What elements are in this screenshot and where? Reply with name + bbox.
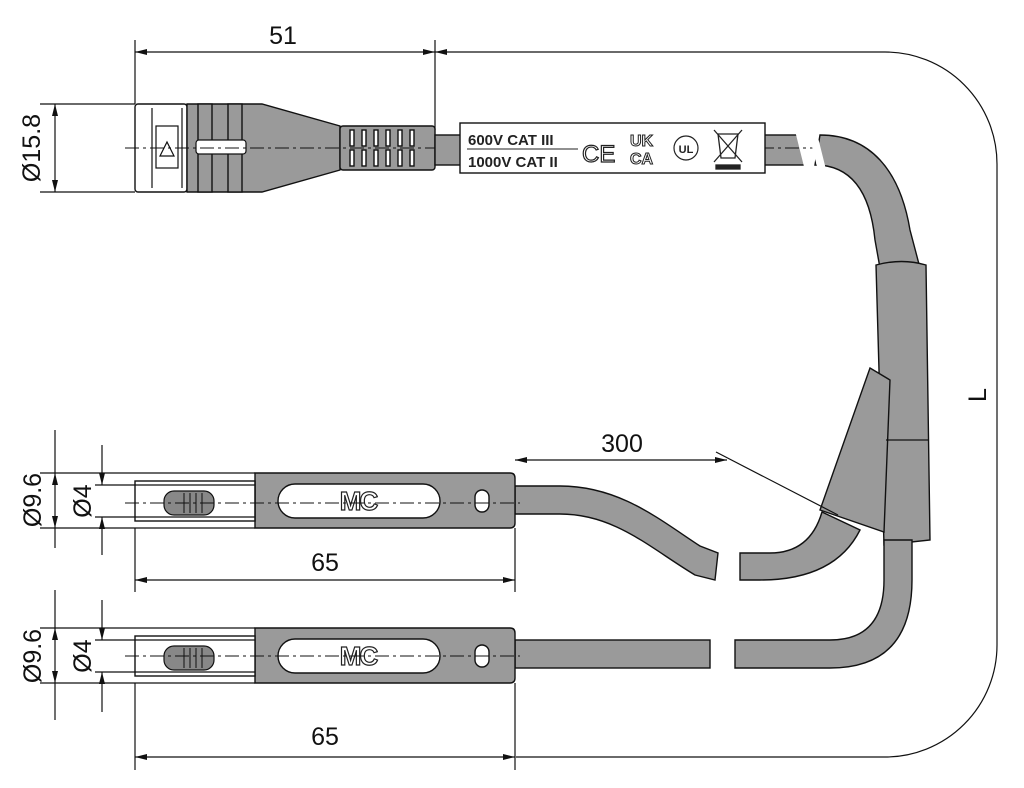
- rating-line-2: 1000V CAT II: [468, 154, 558, 171]
- connector-length-dimension: 51: [134, 22, 436, 130]
- plug-1-length: 65: [311, 549, 339, 577]
- plug-1-pin-diameter: Ø4: [69, 484, 97, 517]
- main-connector: [125, 103, 470, 193]
- ce-mark-icon: CE: [582, 141, 615, 168]
- plug-2-length: 65: [311, 723, 339, 751]
- ukca-line-1: UK: [630, 133, 654, 150]
- ul-mark-icon: [673, 135, 699, 161]
- warning-triangle-icon: [159, 140, 175, 157]
- rating-label: 600V CAT III 1000V CAT II CE UK CA UL: [459, 122, 766, 174]
- total-length-label: L: [964, 388, 992, 402]
- curved-cable-and-splitter: [734, 129, 931, 669]
- plug-1-logo: MC: [340, 486, 379, 516]
- plug-1-dimensions: Ø9.6 Ø4 65: [19, 430, 516, 592]
- plug-2-pin-diameter: Ø4: [69, 639, 97, 672]
- branch-length-label: 300: [601, 430, 643, 458]
- connector-diameter-label: Ø15.8: [18, 114, 46, 182]
- plug-1-outer-diameter: Ø9.6: [19, 473, 47, 527]
- connector-length-label: 51: [269, 22, 297, 50]
- plug-2-dimensions: Ø9.6 Ø4 65: [19, 590, 516, 770]
- branch-length-dimension: 300: [515, 430, 839, 516]
- ukca-line-2: CA: [630, 151, 654, 168]
- total-length-dimension: L: [435, 49, 998, 758]
- ul-mark-text: UL: [679, 144, 694, 156]
- test-plug-2: MC: [125, 627, 711, 684]
- weee-bin-icon: [713, 129, 743, 170]
- plug-2-outer-diameter: Ø9.6: [19, 629, 47, 683]
- test-plug-1: MC: [125, 472, 719, 581]
- connector-diameter-dimension: Ø15.8: [18, 103, 135, 193]
- rating-line-1: 600V CAT III: [468, 132, 554, 149]
